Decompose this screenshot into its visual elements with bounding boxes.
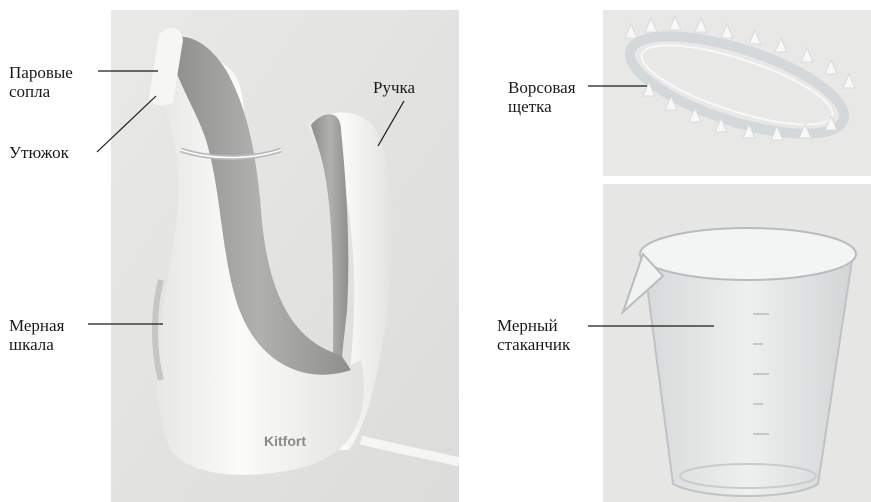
measuring-scale-label: Мерная шкала (9, 316, 64, 354)
measuring-cup-photo (603, 184, 871, 502)
brush-photo (603, 10, 871, 176)
bristle-brush-label: Ворсовая щетка (508, 78, 576, 116)
steam-nozzles-label: Паровые сопла (9, 63, 73, 101)
measuring-cup-label: Мерный стаканчик (497, 316, 570, 354)
handle-label: Ручка (373, 78, 415, 97)
iron-label: Утюжок (9, 143, 69, 162)
brand-logo: Kitfort (264, 433, 306, 449)
